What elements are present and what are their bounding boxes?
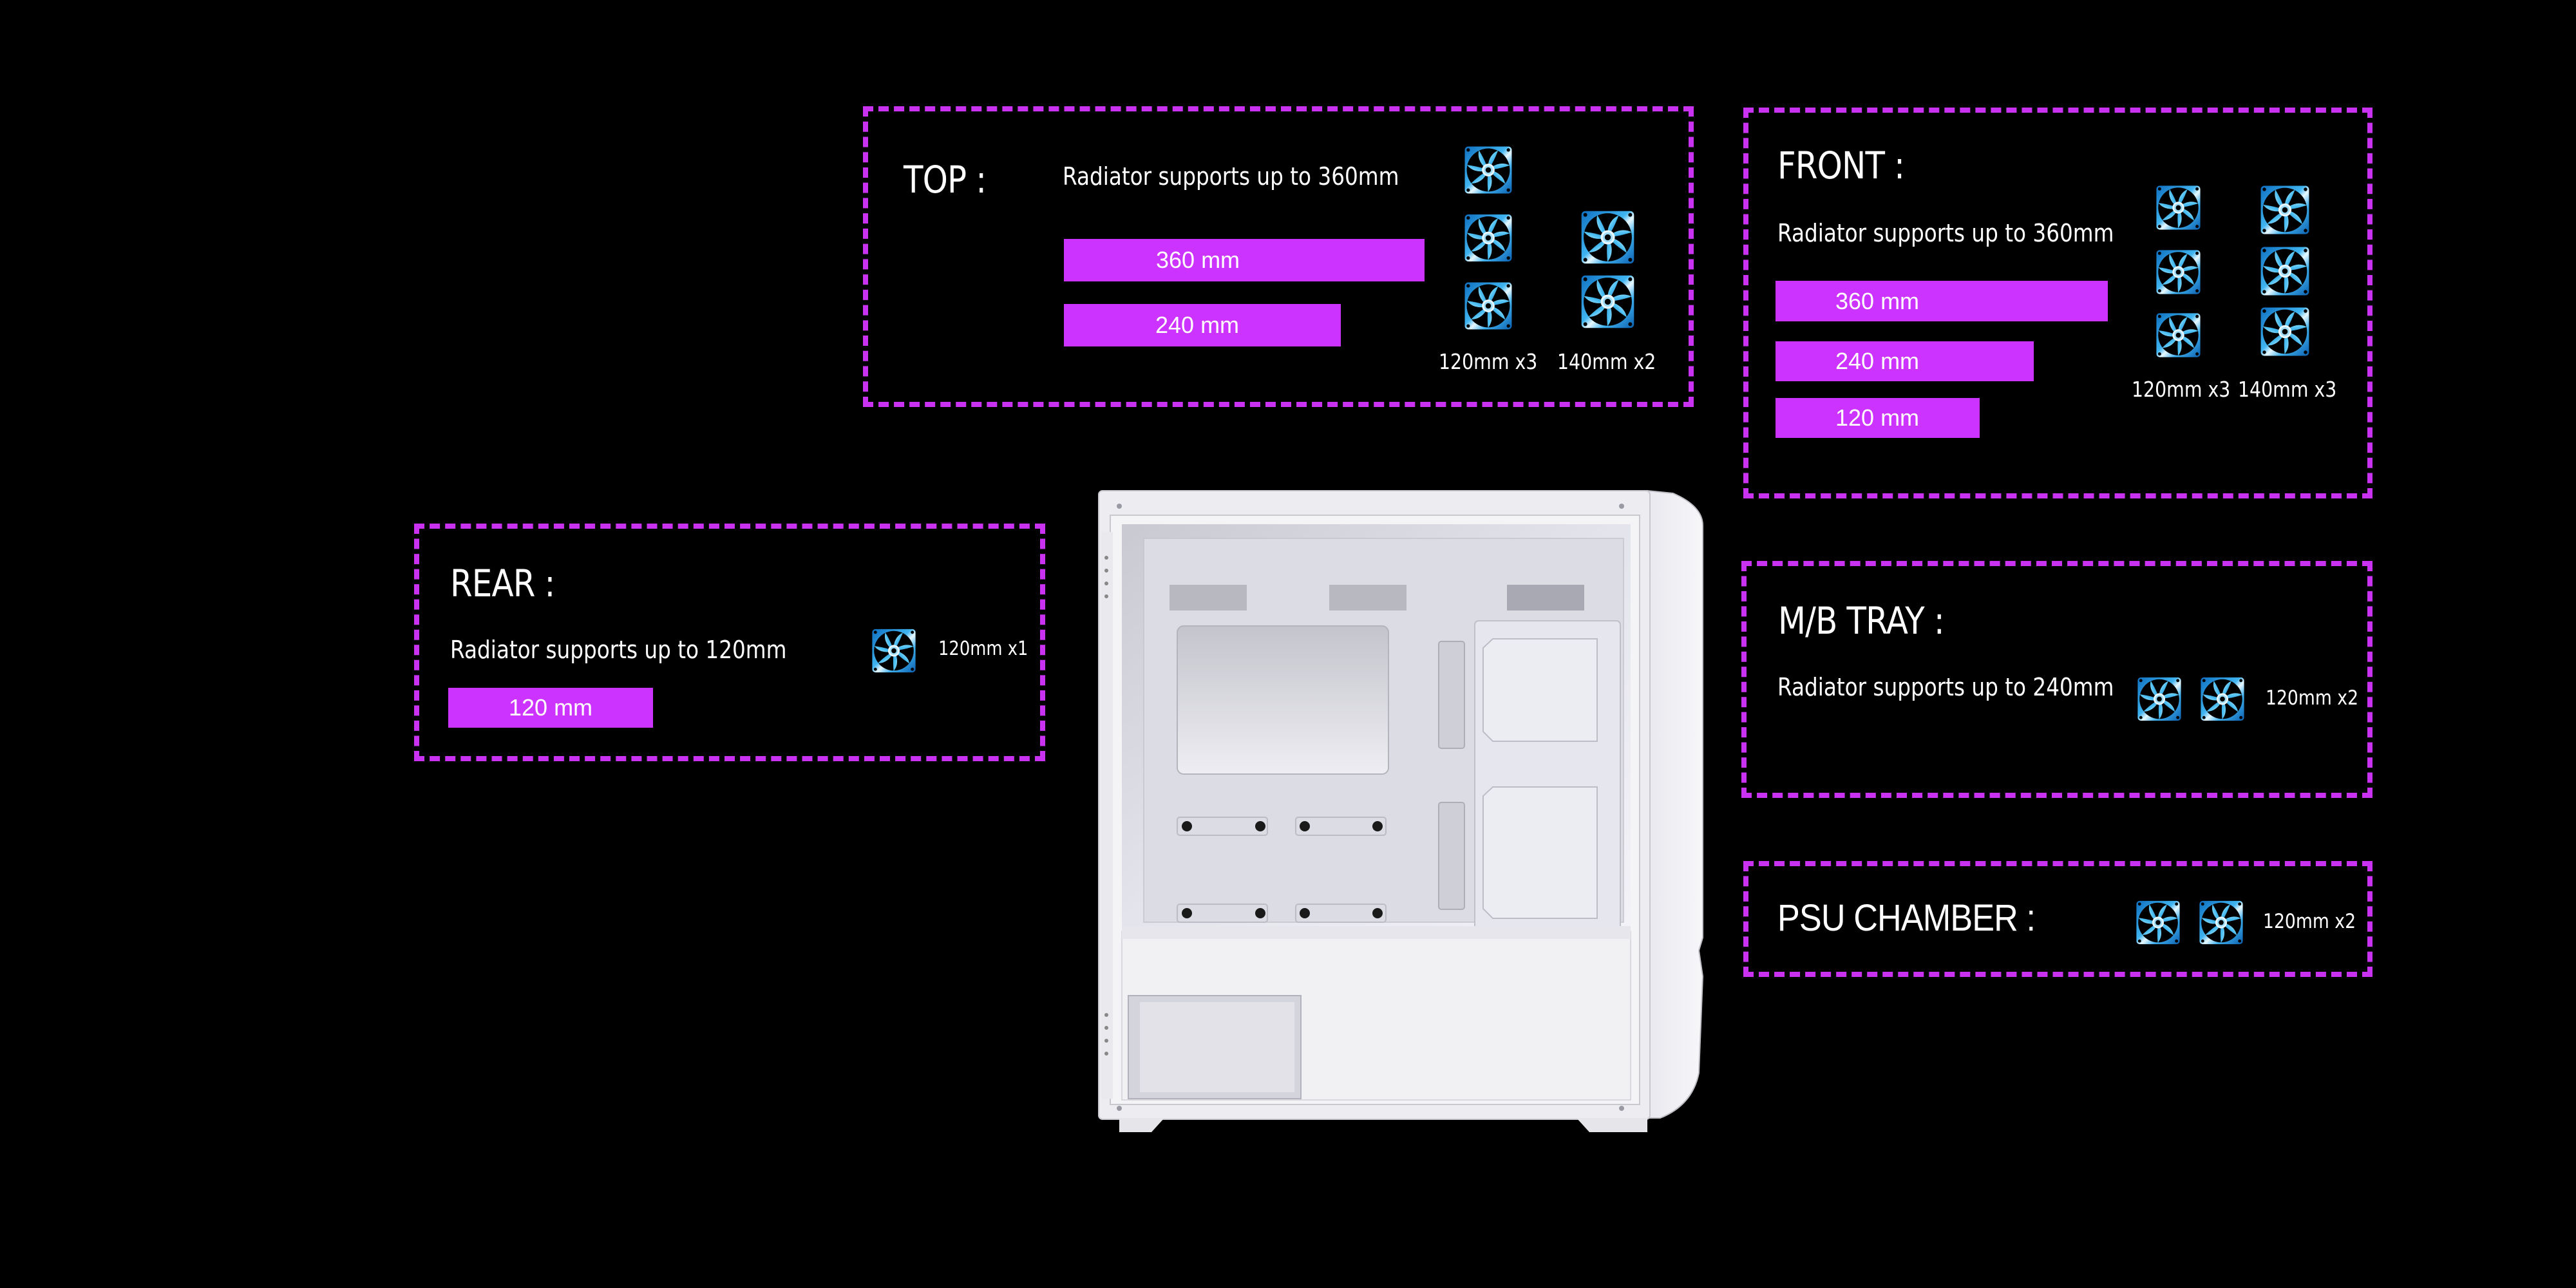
mb-tray-section	[1741, 561, 2372, 798]
top-fan-140-label: 140mm x2	[1557, 349, 1656, 374]
front-fan-120-label: 120mm x3	[2132, 377, 2231, 402]
fan-icon	[2200, 676, 2245, 722]
front-radiator-240-label: 240 mm	[1835, 348, 1920, 374]
rear-section	[414, 524, 1045, 761]
rear-fan-120-label: 120mm x1	[938, 638, 1028, 660]
rear-radiator-120-label: 120 mm	[509, 694, 593, 721]
front-radiator-120-label: 120 mm	[1835, 404, 1920, 431]
front-radiator-text: Radiator supports up to 360mm	[1777, 219, 2114, 247]
fan-icon	[1580, 210, 1635, 265]
fan-icon	[2199, 900, 2244, 945]
front-radiator-240-bar: 240 mm	[1776, 341, 2034, 381]
fan-icon	[2137, 676, 2182, 722]
front-radiator-360-label: 360 mm	[1835, 287, 1920, 314]
rear-radiator-text: Radiator supports up to 120mm	[450, 636, 787, 664]
fan-icon	[2260, 184, 2310, 236]
top-radiator-text: Radiator supports up to 360mm	[1063, 162, 1399, 191]
front-radiator-120-bar: 120 mm	[1776, 398, 1980, 438]
fan-icon	[2155, 184, 2201, 231]
top-radiator-240-label: 240 mm	[1155, 312, 1240, 338]
fan-icon	[1464, 213, 1513, 263]
fan-icon	[1464, 143, 1513, 197]
fan-icon	[871, 628, 916, 674]
pc-case-image	[1094, 487, 1709, 1135]
front-radiator-360-bar: 360 mm	[1776, 281, 2108, 321]
mb-tray-title: M/B TRAY :	[1778, 599, 1945, 643]
top-radiator-240-bar: 240 mm	[1064, 304, 1341, 346]
top-title: TOP :	[904, 158, 987, 202]
mb-tray-fan-120-label: 120mm x2	[2266, 687, 2359, 710]
fan-icon	[1464, 281, 1513, 331]
fan-icon	[2155, 312, 2201, 359]
front-title: FRONT :	[1777, 144, 1905, 187]
pc-case-drawing	[1098, 489, 1704, 1132]
fan-icon	[2260, 245, 2310, 297]
top-radiator-360-bar: 360 mm	[1064, 239, 1425, 281]
front-fan-140-label: 140mm x3	[2238, 377, 2337, 402]
psu-chamber-title: PSU CHAMBER :	[1777, 897, 2036, 939]
mb-tray-radiator-text: Radiator supports up to 240mm	[1777, 673, 2114, 701]
psu-chamber-fan-120-label: 120mm x2	[2263, 910, 2356, 933]
rear-title: REAR :	[450, 562, 555, 605]
top-section	[863, 106, 1694, 407]
psu-chamber-section	[1743, 861, 2372, 977]
front-section	[1743, 108, 2372, 498]
top-radiator-360-label: 360 mm	[1156, 247, 1240, 273]
top-fan-120-label: 120mm x3	[1439, 349, 1538, 374]
fan-icon	[1580, 274, 1635, 329]
fan-icon	[2155, 249, 2201, 296]
rear-radiator-120-bar: 120 mm	[448, 688, 653, 728]
fan-icon	[2136, 900, 2181, 945]
fan-icon	[2260, 306, 2310, 357]
